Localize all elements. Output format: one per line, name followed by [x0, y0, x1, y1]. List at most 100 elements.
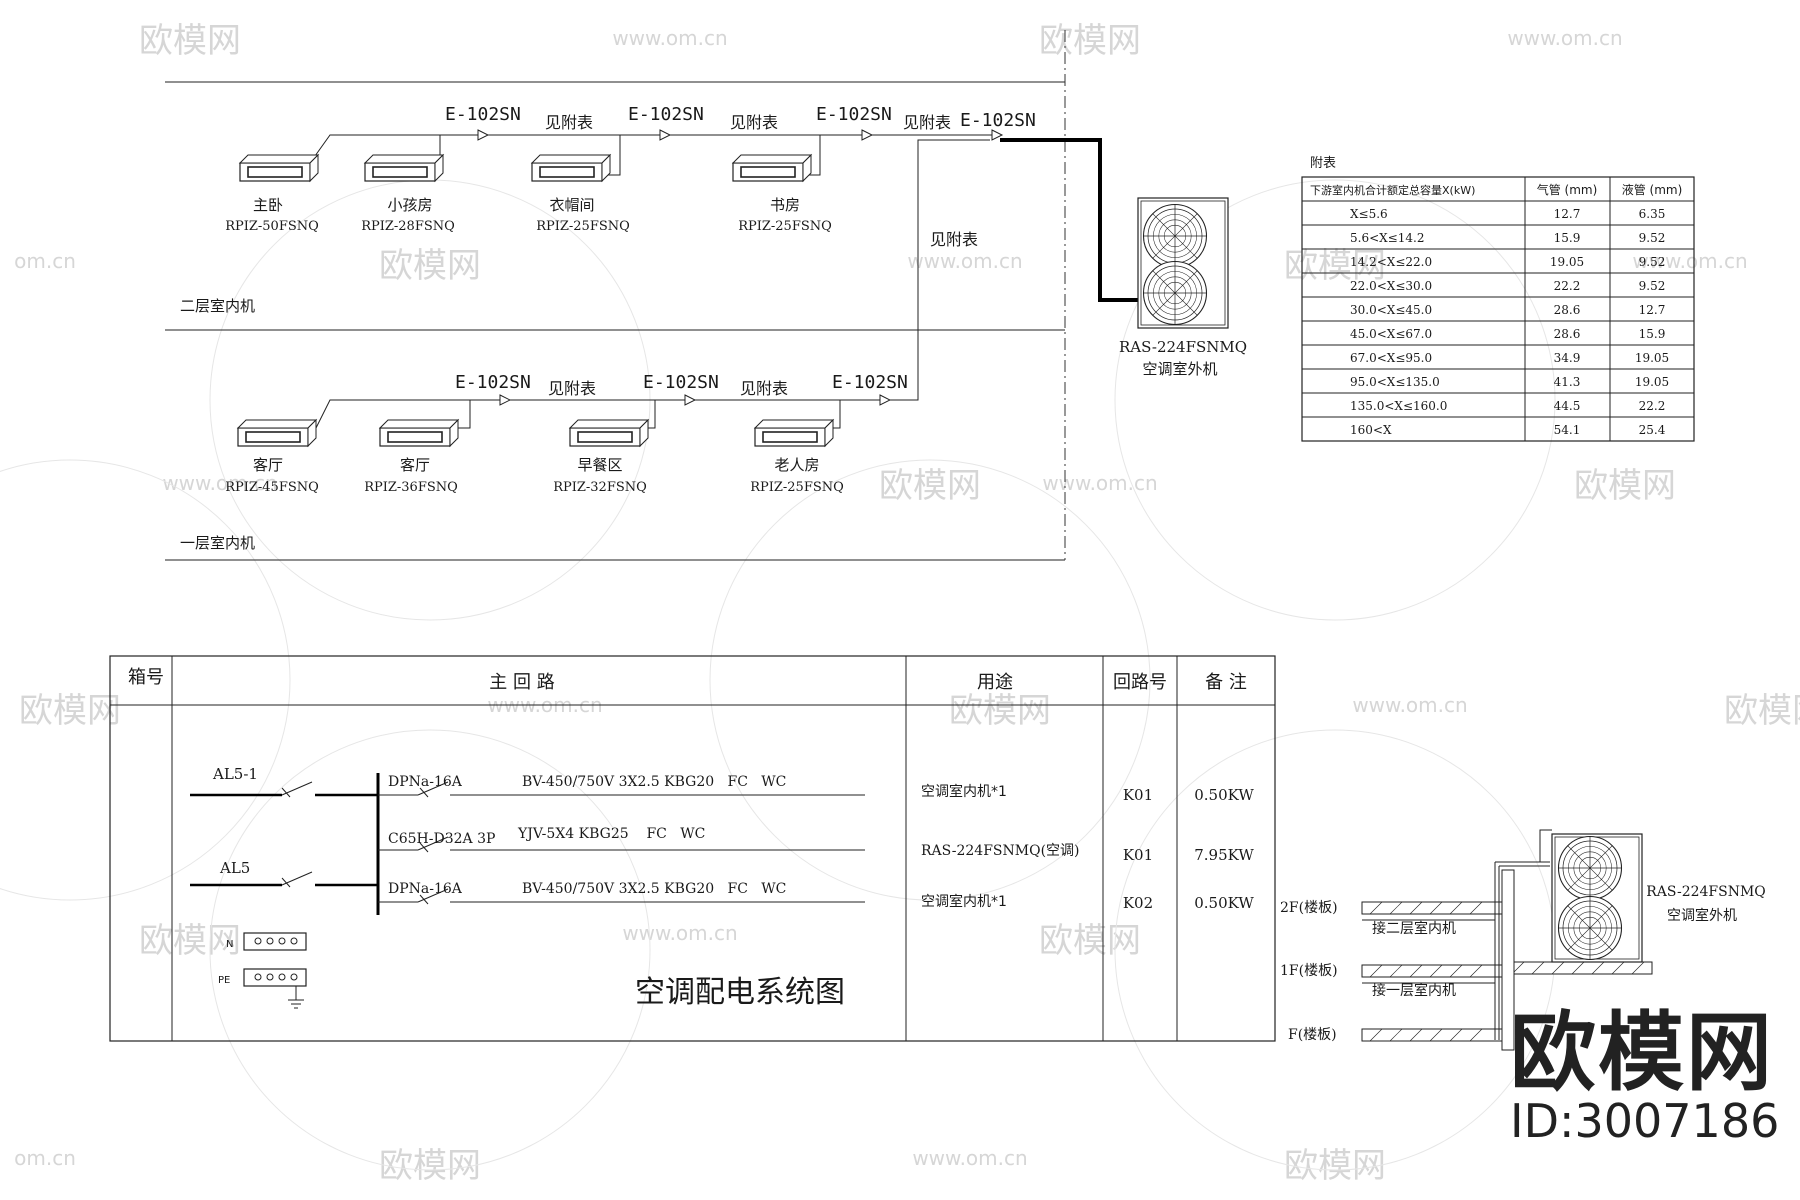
- indoor-unit-icon: [754, 419, 834, 447]
- watermark-text: 欧模网: [1284, 246, 1386, 286]
- see-table-6: 见附表: [740, 379, 788, 398]
- see-table-2: 见附表: [730, 113, 778, 132]
- unit-model: RPIZ-32FSNQ: [553, 480, 647, 495]
- unit-model: RPIZ-25FSNQ: [536, 219, 630, 234]
- table-cell: X≤5.6: [1350, 207, 1388, 221]
- watermark-text: 欧模网: [139, 21, 241, 61]
- table-cell: 67.0<X≤95.0: [1350, 351, 1432, 365]
- table-cell: 14.2<X≤22.0: [1350, 255, 1432, 269]
- unit-room: 主卧: [253, 196, 283, 214]
- table-cell: 22.2: [1639, 399, 1666, 413]
- n-terminal-icon: [243, 932, 307, 951]
- indoor-unit-icon: [569, 419, 649, 447]
- table-cell: 41.3: [1554, 375, 1581, 389]
- note-cell: 7.95KW: [1194, 846, 1254, 864]
- section-view: 2F(楼板) 1F(楼板) F(楼板): [1280, 829, 1766, 1051]
- level-label: 2F(楼板): [1280, 900, 1338, 916]
- breaker-label: C65H-D32A 3P: [388, 831, 495, 847]
- brand-logo: 欧模网 ID:3007186: [1510, 1010, 1800, 1147]
- circuit-cell: K02: [1123, 894, 1153, 912]
- header-box: 箱号: [128, 667, 164, 688]
- watermark-text: 欧模网: [1284, 1146, 1386, 1186]
- indoor-unit-icon: [364, 154, 444, 182]
- watermark-text: 欧模网: [139, 921, 241, 961]
- use-cell: 空调室内机*1: [921, 783, 1007, 800]
- table-cell: 28.6: [1554, 327, 1581, 341]
- table-header: 下游室内机合计额定总容量X(kW): [1310, 183, 1475, 197]
- feed-label: AL5: [219, 859, 250, 877]
- table-cell: 22.2: [1554, 279, 1581, 293]
- watermark-text: www.om.cn: [1352, 693, 1467, 717]
- watermark-text: www.om.cn: [912, 1146, 1027, 1170]
- see-table-4: 见附表: [930, 230, 978, 249]
- table-cell: 95.0<X≤135.0: [1350, 375, 1440, 389]
- header-circuit: 回路号: [1113, 672, 1167, 693]
- watermark-text: 欧模网: [379, 246, 481, 286]
- unit-room: 早餐区: [577, 456, 622, 474]
- unit-model: RPIZ-50FSNQ: [225, 219, 319, 234]
- cable-label: BV-450/750V 3X2.5 KBG20 FC WC: [522, 774, 786, 790]
- table-cell: 9.52: [1639, 231, 1666, 245]
- table-cell: 54.1: [1554, 423, 1581, 437]
- unit-room: 客厅: [253, 456, 283, 474]
- table-cell: 45.0<X≤67.0: [1350, 327, 1432, 341]
- watermark-text: www.om.cn: [622, 921, 737, 945]
- unit-model: RPIZ-36FSNQ: [364, 480, 458, 495]
- branch-label-1: E-102SN: [445, 104, 521, 125]
- breaker-label: DPNa-16A: [388, 881, 463, 897]
- note-cell: 0.50KW: [1194, 894, 1254, 912]
- pe-terminal-icon: [243, 968, 307, 987]
- table-cell: 19.05: [1635, 375, 1669, 389]
- watermark-text: 欧模网: [879, 466, 981, 506]
- table-cell: 44.5: [1554, 399, 1581, 413]
- watermark-text: 欧模网: [949, 691, 1051, 731]
- pipe-size-table: 附表 下游室内机合计额定总容量X(kW) 气管 (mm) 液管 (mm) X≤5.6 1…: [1301, 156, 1695, 442]
- watermark-text: 欧模网: [379, 1146, 481, 1186]
- n-label: N: [226, 939, 233, 950]
- see-table-3: 见附表: [903, 113, 951, 132]
- logo-id: ID:3007186: [1510, 1094, 1780, 1148]
- table-title: 附表: [1310, 156, 1336, 171]
- watermark-text: om.cn: [14, 249, 76, 273]
- circuit-cell: K01: [1123, 786, 1153, 804]
- table-cell: 6.35: [1639, 207, 1666, 221]
- indoor-unit-icon: [732, 154, 812, 182]
- branch-label-7: E-102SN: [832, 372, 908, 393]
- table-cell: 19.05: [1635, 351, 1669, 365]
- watermark-text: www.om.cn: [612, 26, 727, 50]
- cable-label: BV-450/750V 3X2.5 KBG20 FC WC: [522, 881, 786, 897]
- unit-model: RPIZ-45FSNQ: [225, 480, 319, 495]
- circuit-cell: K01: [1123, 846, 1153, 864]
- pipe-to-floor1: 接一层室内机: [1372, 982, 1456, 999]
- watermark-text: 欧模网: [1574, 466, 1676, 506]
- table-cell: 25.4: [1639, 423, 1666, 437]
- outdoor-unit-icon: [1551, 833, 1643, 963]
- unit-model: RPIZ-25FSNQ: [750, 480, 844, 495]
- table-header: 液管 (mm): [1622, 182, 1683, 197]
- unit-room: 小孩房: [387, 196, 432, 214]
- table-cell: 34.9: [1554, 351, 1581, 365]
- watermark-text: 欧模网: [1039, 21, 1141, 61]
- section-outdoor-model: RAS-224FSNMQ: [1646, 884, 1766, 900]
- table-header: 气管 (mm): [1537, 182, 1598, 197]
- floor2-label: 二层室内机: [180, 297, 255, 315]
- indoor-unit-icon: [531, 154, 611, 182]
- use-cell: RAS-224FSNMQ(空调): [921, 843, 1080, 859]
- branch-label-4: E-102SN: [960, 110, 1036, 131]
- watermark-text: www.om.cn: [907, 249, 1022, 273]
- watermark-text: 欧模网: [1724, 691, 1800, 731]
- table-cell: 19.05: [1550, 255, 1584, 269]
- pe-label: PE: [218, 975, 230, 986]
- unit-model: RPIZ-25FSNQ: [738, 219, 832, 234]
- branch-label-5: E-102SN: [455, 372, 531, 393]
- outdoor-label: 空调室外机: [1142, 360, 1217, 378]
- watermark-layer: 欧模网欧模网欧模网欧模网欧模网欧模网欧模网欧模网欧模网欧模网欧模网欧模网欧模网w…: [0, 21, 1800, 1186]
- table-cell: 22.0<X≤30.0: [1350, 279, 1432, 293]
- ground-icon: [288, 986, 304, 1009]
- breaker-label: DPNa-16A: [388, 774, 463, 790]
- distribution-diagram: 箱号 主 回 路 用途 回路号 备 注 AL5-1 DPNa-16A BV-45…: [109, 655, 1276, 1042]
- watermark-text: www.om.cn: [1507, 26, 1622, 50]
- branch-label-3: E-102SN: [816, 104, 892, 125]
- indoor-unit-icon: [379, 419, 459, 447]
